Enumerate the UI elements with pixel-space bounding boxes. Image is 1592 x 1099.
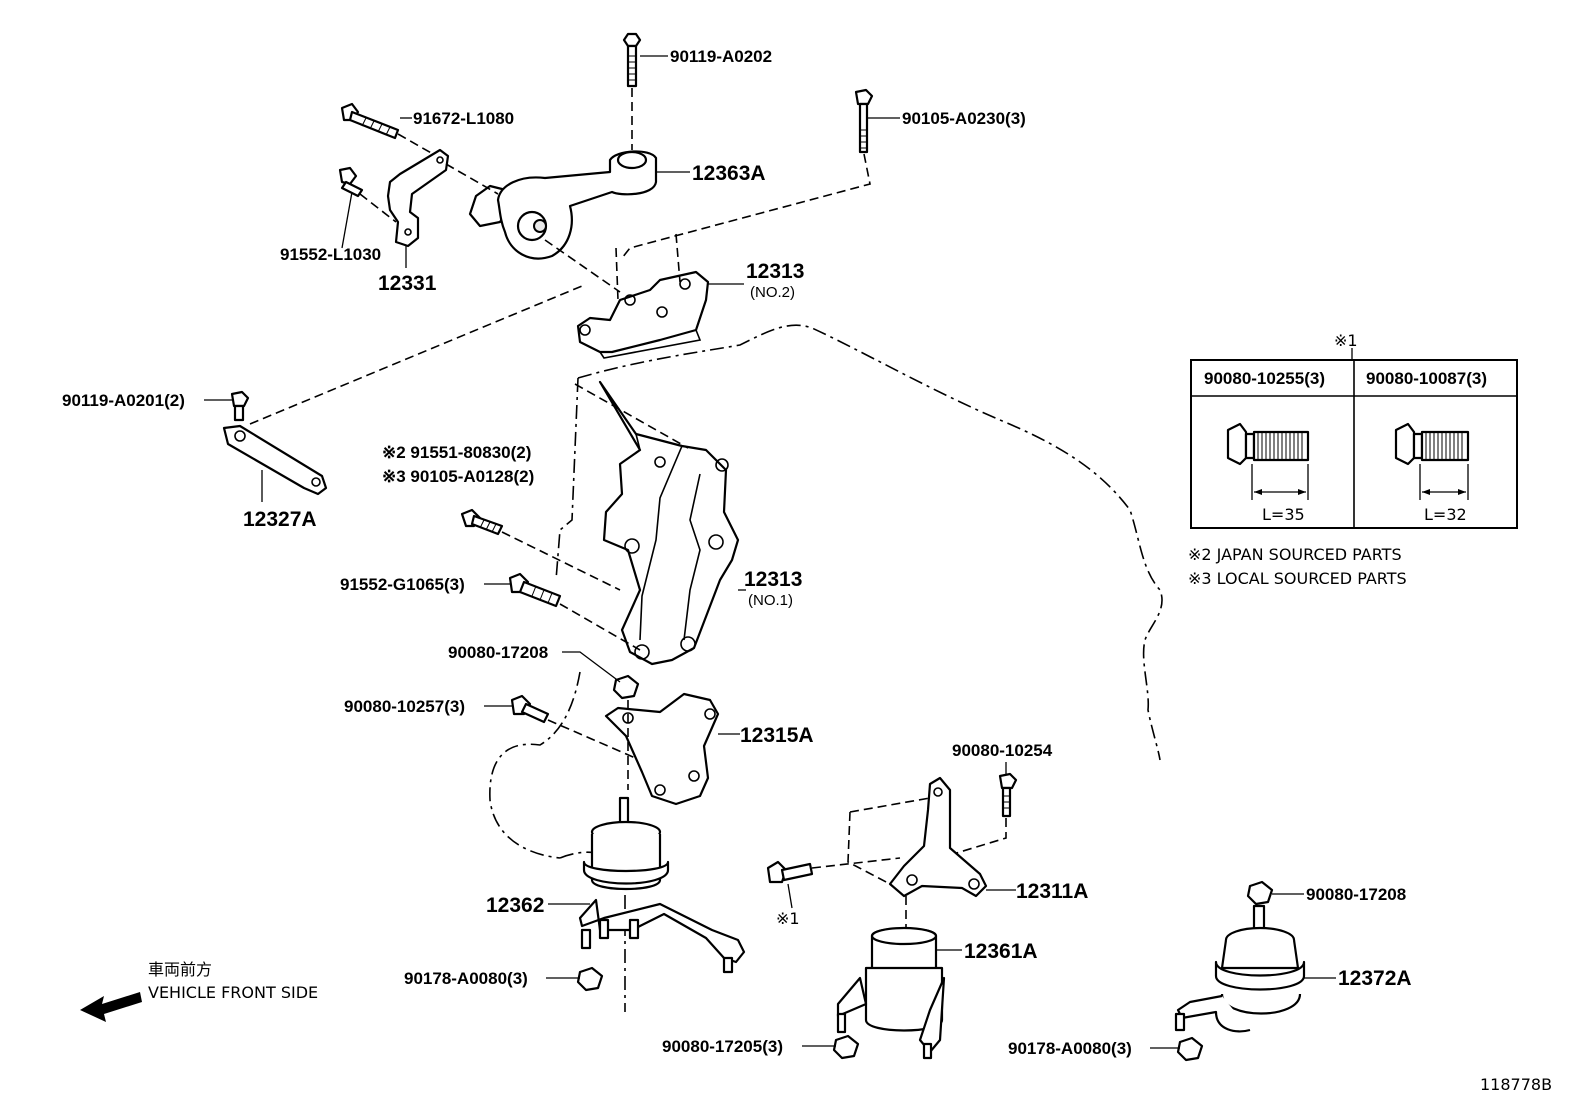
ref-table-length-2: L=32 bbox=[1424, 505, 1467, 524]
label-90080-10257: 90080-10257(3) bbox=[344, 697, 465, 716]
label-90105-A0128: ※3 90105-A0128(2) bbox=[382, 467, 534, 486]
diagram-id: 118778B bbox=[1480, 1075, 1552, 1094]
mount-12362 bbox=[578, 796, 746, 974]
nut-90178-A0080-a bbox=[576, 966, 604, 992]
label-12363A: 12363A bbox=[692, 162, 766, 185]
bracket-12313-no1 bbox=[598, 380, 740, 666]
bracket-12331 bbox=[386, 148, 450, 248]
label-90178-A0080-a: 90178-A0080(3) bbox=[404, 969, 528, 988]
bracket-12313-no2 bbox=[576, 270, 710, 359]
nut-90080-17205 bbox=[832, 1034, 860, 1060]
bracket-12315A bbox=[604, 692, 720, 806]
label-91672-L1080: 91672-L1080 bbox=[413, 109, 514, 128]
mount-12363A bbox=[468, 150, 658, 260]
bolt-icon bbox=[1226, 422, 1310, 500]
label-12313-no1-sub: (NO.1) bbox=[748, 592, 793, 609]
bolt-90080-10257 bbox=[510, 694, 550, 724]
label-91551-80830: ※2 91551-80830(2) bbox=[382, 443, 531, 462]
bolt-90105-A0230 bbox=[854, 88, 874, 154]
bolt-91552-L1030 bbox=[338, 166, 364, 198]
mount-12372A bbox=[1174, 904, 1306, 1033]
bolt-90119-A0202 bbox=[622, 32, 642, 88]
label-12313-no2-sub: (NO.2) bbox=[750, 284, 795, 301]
ref-table-length-1: L=35 bbox=[1262, 505, 1305, 524]
bolt-91552-G1065 bbox=[508, 572, 562, 608]
label-90080-17208-a: 90080-17208 bbox=[448, 643, 548, 662]
bolt-91672-L1080 bbox=[340, 102, 400, 140]
bolt-90119-A0201 bbox=[230, 390, 250, 422]
note-local-sourced: ※3 LOCAL SOURCED PARTS bbox=[1188, 569, 1407, 588]
mount-12361A bbox=[836, 926, 946, 1060]
bolt-91551-80830 bbox=[460, 508, 504, 536]
vehicle-front-indicator: 車両前方 VEHICLE FRONT SIDE bbox=[80, 960, 318, 1022]
label-91552-L1030: 91552-L1030 bbox=[280, 245, 381, 264]
label-12313-no2: 12313 bbox=[746, 260, 804, 283]
nut-90080-17208-a bbox=[612, 674, 640, 700]
label-12372A: 12372A bbox=[1338, 967, 1412, 990]
direction-label-jp: 車両前方 bbox=[148, 960, 212, 979]
label-90080-10254: 90080-10254 bbox=[952, 741, 1053, 760]
stay-12327A bbox=[222, 424, 328, 496]
nut-90178-A0080-b bbox=[1176, 1036, 1204, 1062]
label-90178-A0080-b: 90178-A0080(3) bbox=[1008, 1039, 1132, 1058]
label-12361A: 12361A bbox=[964, 940, 1038, 963]
label-90080-17208-b: 90080-17208 bbox=[1306, 885, 1406, 904]
ref-table-marker: ※1 bbox=[1334, 331, 1358, 350]
ref-table-part-1: 90080-10255(3) bbox=[1204, 369, 1325, 388]
nut-90080-17208-b bbox=[1246, 880, 1274, 906]
label-90119-A0202: 90119-A0202 bbox=[670, 47, 772, 66]
label-90105-A0230: 90105-A0230(3) bbox=[902, 109, 1026, 128]
label-90080-17205: 90080-17205(3) bbox=[662, 1037, 783, 1056]
label-91552-G1065: 91552-G1065(3) bbox=[340, 575, 465, 594]
label-90119-A0201: 90119-A0201(2) bbox=[62, 391, 185, 410]
direction-label-en: VEHICLE FRONT SIDE bbox=[148, 983, 318, 1002]
label-ref1: ※1 bbox=[776, 909, 800, 928]
bolt-ref1 bbox=[766, 860, 814, 884]
reference-table: ※1 90080-10255(3) 90080-10087(3) L=35 bbox=[1190, 331, 1518, 529]
label-12313-no1: 12313 bbox=[744, 568, 802, 591]
note-japan-sourced: ※2 JAPAN SOURCED PARTS bbox=[1188, 545, 1402, 564]
label-12327A: 12327A bbox=[243, 508, 317, 531]
engine-outline bbox=[555, 324, 1163, 761]
bracket-12311A bbox=[888, 776, 988, 898]
label-12315A: 12315A bbox=[740, 724, 814, 747]
ref-table-part-2: 90080-10087(3) bbox=[1366, 369, 1487, 388]
bolt-90080-10254 bbox=[998, 772, 1018, 818]
arrow-left-icon bbox=[80, 992, 142, 1022]
bolt-icon bbox=[1394, 422, 1470, 500]
label-12362: 12362 bbox=[486, 894, 544, 917]
label-12331: 12331 bbox=[378, 272, 437, 295]
label-12311A: 12311A bbox=[1016, 880, 1088, 903]
